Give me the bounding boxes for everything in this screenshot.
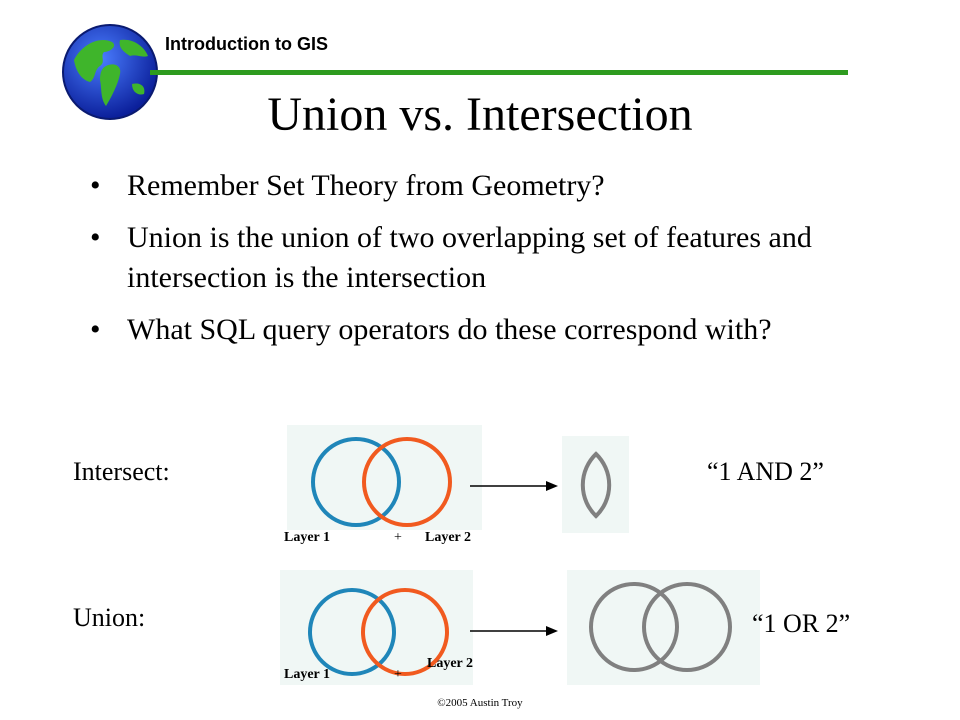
union-layer-2-label: Layer 2 [427,656,474,671]
bullet-item: • What SQL query operators do these corr… [90,310,940,350]
layer-1-circle [308,588,396,676]
union-label: Union: [73,603,146,632]
bullet-item: • Remember Set Theory from Geometry? [90,166,940,206]
union-input-layers [280,570,473,685]
intersect-layer-1-label: Layer 1 [284,530,331,545]
layer-2-circle [361,588,449,676]
intersect-arrow [470,481,558,491]
intersect-result [562,436,629,533]
bullet-dot: • [90,313,101,346]
intersect-sql-operator: “1 AND 2” [707,457,824,486]
header-divider [150,70,848,75]
intersect-label: Intersect: [73,457,170,486]
intersect-layer-2-label: Layer 2 [425,530,472,545]
union-circle-2 [642,582,732,672]
union-layer-1-label: Layer 1 [284,667,331,682]
globe-icon [62,24,158,120]
copyright-notice: ©2005 Austin Troy [437,697,523,709]
intersection-lens [580,451,612,519]
bullet-text: What SQL query operators do these corres… [127,313,772,346]
slide-title: Union vs. Intersection [267,88,693,141]
union-plus-sign: + [394,667,402,682]
layer-2-circle [362,437,452,527]
union-result [567,570,760,685]
union-circle-1 [589,582,679,672]
bullet-text: Union is the union of two overlapping se… [127,221,812,294]
union-arrow [470,626,558,636]
union-sql-operator: “1 OR 2” [752,609,851,638]
course-title: Introduction to GIS [165,34,328,54]
bullet-item: • Union is the union of two overlapping … [90,218,940,298]
bullet-list: • Remember Set Theory from Geometry? • U… [90,166,940,362]
bullet-dot: • [90,169,101,202]
layer-1-circle [311,437,401,527]
intersect-input-layers [287,425,482,530]
intersect-plus-sign: + [394,530,402,545]
bullet-dot: • [90,221,101,254]
bullet-text: Remember Set Theory from Geometry? [127,169,605,202]
